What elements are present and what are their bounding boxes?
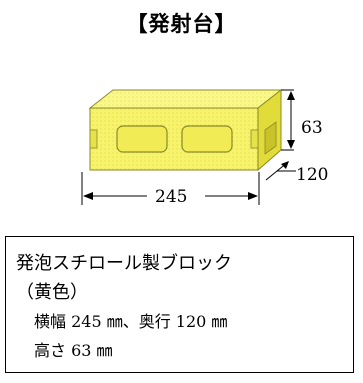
material-name: 発泡スチロール製ブロック: [16, 253, 232, 274]
material-color: （黄色）: [16, 282, 88, 303]
launch-pad-diagram: 63 120 245: [81, 88, 328, 207]
width-dimension: 245: [81, 172, 260, 207]
width-label: 245: [155, 187, 187, 207]
block-hole-right: [181, 125, 233, 153]
block-hole-left: [116, 125, 168, 153]
description-box: 発泡スチロール製ブロック （黄色） 横幅 245 ㎜、奥行 120 ㎜ 高さ 6…: [5, 236, 354, 373]
size-height: 高さ 63 ㎜: [34, 341, 113, 360]
size-width-depth: 横幅 245 ㎜、奥行 120 ㎜: [34, 312, 228, 331]
height-dimension: 63: [281, 89, 323, 151]
styrofoam-block: [88, 88, 283, 172]
height-label: 63: [301, 118, 323, 138]
page-title: 【発射台】: [126, 12, 237, 36]
depth-label: 120: [296, 165, 328, 185]
depth-dimension: 120: [265, 161, 328, 185]
